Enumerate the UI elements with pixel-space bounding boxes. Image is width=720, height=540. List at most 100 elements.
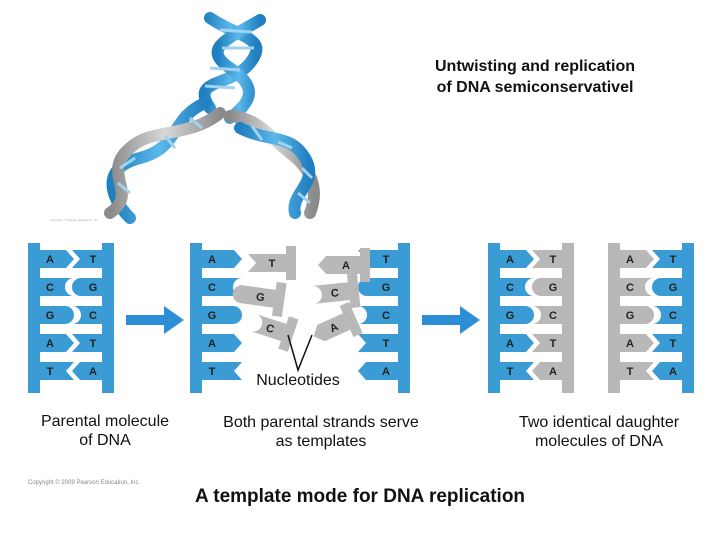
parental-left-base-4 <box>40 334 74 352</box>
daughter2-right-label-2: G <box>669 282 678 294</box>
template-right-label-5: A <box>382 366 390 378</box>
title-line-2: of DNA semiconservativel <box>436 79 634 96</box>
daughter2-left-label-2: C <box>626 282 634 294</box>
template-right-base-3 <box>358 306 398 324</box>
daughter1-left-label-5: T <box>507 366 514 378</box>
daughter1-right-backbone <box>562 243 574 393</box>
parental-left-base-1 <box>40 250 74 268</box>
daughter1-right-base-5 <box>532 362 562 380</box>
template-left-label-4: A <box>208 338 216 350</box>
parental-right-label-5: A <box>89 366 97 378</box>
daughter1-left-base-1 <box>500 250 534 268</box>
free-nucleotide-label-5: C <box>264 322 275 336</box>
daughter-caption-line-2: molecules of DNA <box>534 433 664 450</box>
template-left-label-5: T <box>209 366 216 378</box>
template-right-label-3: C <box>382 310 390 322</box>
parental-left-label-4: A <box>46 338 54 350</box>
daughter2-right-label-1: T <box>670 254 677 266</box>
daughter2-left-base-5 <box>620 362 654 380</box>
daughter2-left-base-1 <box>620 250 654 268</box>
arrow-right-1 <box>126 306 184 334</box>
free-nucleotide-5: C <box>250 314 299 352</box>
daughter1-left-label-3: G <box>506 310 515 322</box>
daughter1-right-label-2: G <box>549 282 558 294</box>
parental-right-base-3 <box>72 306 102 324</box>
template-left-base-5 <box>202 362 242 380</box>
daughter1-left-label-2: C <box>506 282 514 294</box>
template-left-label-1: A <box>208 254 216 266</box>
left-daughter-helix <box>104 97 226 224</box>
template-right-base-2 <box>358 278 398 296</box>
daughter1-right-base-4 <box>532 334 562 352</box>
templates-caption-line-1: Both parental strands serve <box>223 414 419 431</box>
template-left-base-1 <box>202 250 242 268</box>
daughter2-right-label-3: C <box>669 310 677 322</box>
free-nucleotide-4: C <box>312 273 361 309</box>
template-right-base-5 <box>358 362 398 380</box>
daughter1-left-label-4: A <box>506 338 514 350</box>
templates-caption-line-2: as templates <box>275 433 367 450</box>
free-nucleotide-6: A <box>313 301 363 342</box>
daughter2-right-backbone <box>682 243 694 393</box>
parental-right-base-2 <box>72 278 102 296</box>
free-nucleotide-3: G <box>232 281 287 317</box>
parental-left-backbone <box>28 243 40 393</box>
daughter1-left-base-5 <box>500 362 534 380</box>
daughter-molecule-1: A T C G G C A T T A <box>488 243 574 393</box>
parental-right-label-4: T <box>90 338 97 350</box>
daughter1-right-label-3: C <box>549 310 557 322</box>
template-left-base-2 <box>202 278 242 296</box>
parental-right-label-3: C <box>89 310 97 322</box>
daughter1-left-base-2 <box>500 278 534 296</box>
parental-caption-line-1: Parental molecule <box>40 413 170 430</box>
arrow-right-2 <box>422 306 480 334</box>
parental-right-label-2: G <box>89 282 98 294</box>
templates-caption: Both parental strands serve as templates <box>196 413 446 451</box>
diagram-title: Untwisting and replication of DNA semico… <box>380 56 690 98</box>
parental-right-base-4 <box>72 334 102 352</box>
parental-right-label-1: T <box>90 254 97 266</box>
daughter2-left-backbone <box>608 243 620 393</box>
daughter1-right-base-3 <box>532 306 562 324</box>
copyright-text: Copyright © 2009 Pearson Education, Inc. <box>28 480 141 486</box>
title-line-1: Untwisting and replication <box>434 58 635 75</box>
template-left-label-3: G <box>208 310 217 322</box>
daughter-caption-line-1: Two identical daughter <box>518 414 680 431</box>
daughter1-left-label-1: A <box>506 254 514 266</box>
daughter1-right-base-1 <box>532 250 562 268</box>
template-right-label-1: T <box>383 254 390 266</box>
daughter1-right-label-1: T <box>550 254 557 266</box>
daughter1-right-label-5: A <box>549 366 557 378</box>
daughter1-left-backbone <box>488 243 500 393</box>
bottom-title: A template mode for DNA replication <box>194 486 526 507</box>
parental-left-base-3 <box>40 306 74 324</box>
daughter2-right-label-4: T <box>670 338 677 350</box>
parental-right-backbone <box>102 243 114 393</box>
template-left-label-2: C <box>208 282 216 294</box>
nucleotide-pointer-lines <box>287 334 313 373</box>
parental-caption: Parental molecule of DNA <box>16 412 194 450</box>
free-nucleotide-label-1: T <box>269 258 276 270</box>
parental-left-base-2 <box>40 278 74 296</box>
daughter2-right-base-1 <box>652 250 682 268</box>
daughter1-left-base-3 <box>500 306 534 324</box>
daughter2-right-base-4 <box>652 334 682 352</box>
parental-helix <box>198 12 266 124</box>
daughter1-right-base-2 <box>532 278 562 296</box>
template-right-label-2: G <box>382 282 391 294</box>
daughter2-left-base-4 <box>620 334 654 352</box>
daughter2-left-label-1: A <box>626 254 634 266</box>
daughter1-right-label-4: T <box>550 338 557 350</box>
daughter2-right-base-3 <box>652 306 682 324</box>
daughter2-left-base-3 <box>620 306 654 324</box>
daughter2-left-base-2 <box>620 278 654 296</box>
parental-right-base-1 <box>72 250 102 268</box>
free-nucleotide-label-3: G <box>255 291 265 304</box>
daughter2-right-base-2 <box>652 278 682 296</box>
daughter2-left-label-5: T <box>627 366 634 378</box>
free-nucleotide-2: A <box>318 248 370 282</box>
template-right-backbone <box>398 243 410 393</box>
template-right-label-4: T <box>383 338 390 350</box>
